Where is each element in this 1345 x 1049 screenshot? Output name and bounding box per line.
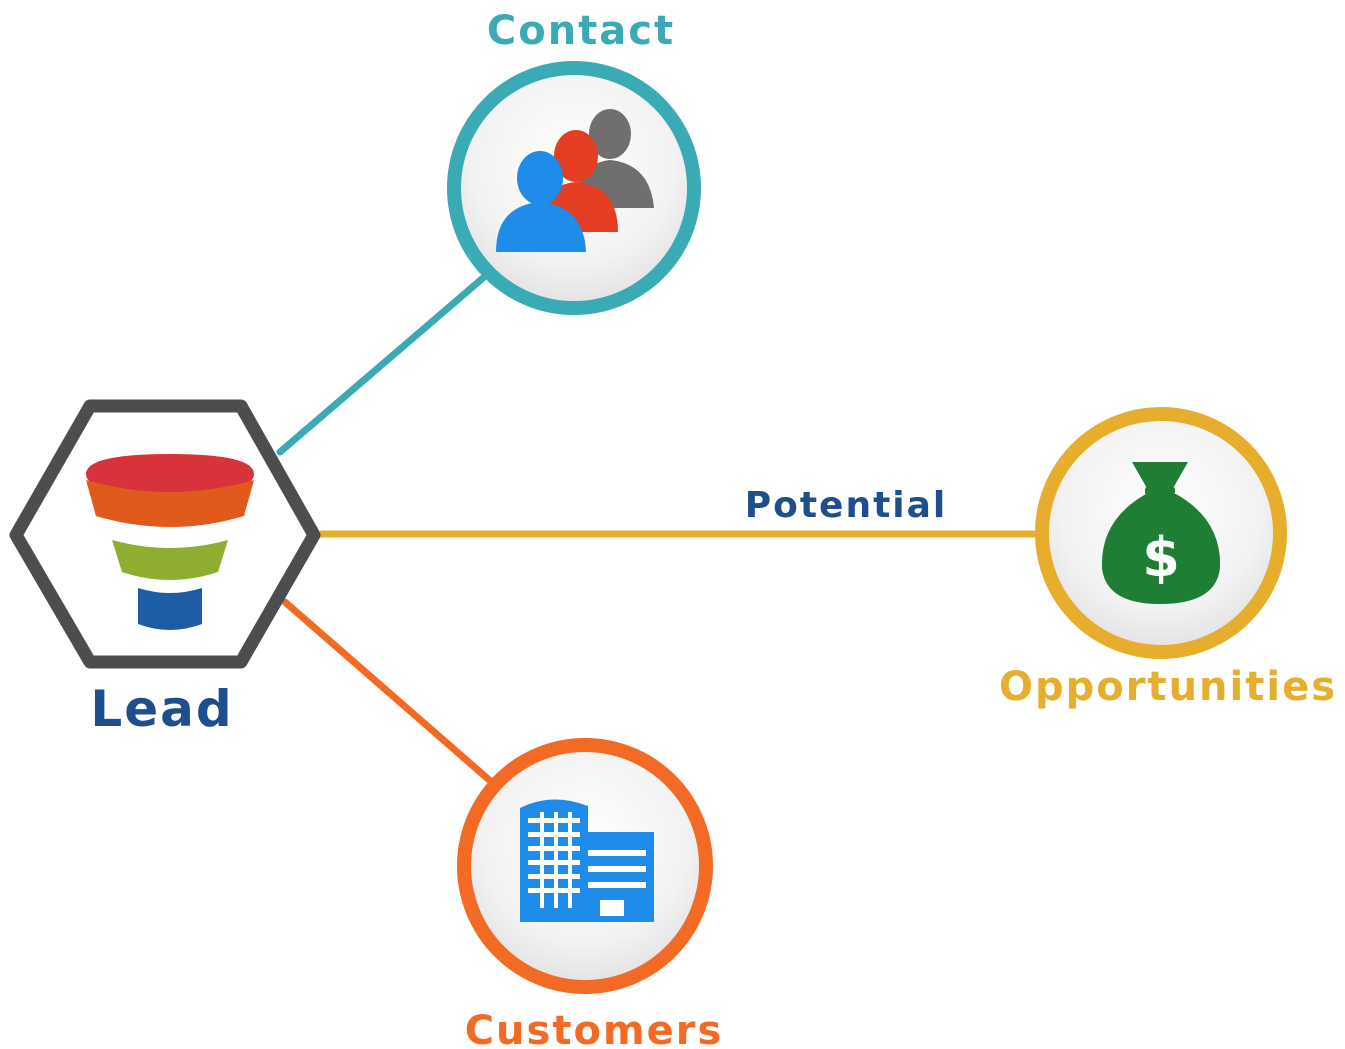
svg-text:$: $ — [1142, 526, 1180, 589]
customers-node: Customers — [457, 738, 724, 1049]
contact-label: Contact — [487, 8, 675, 54]
lead-node: Lead — [9, 399, 321, 738]
edge-lead-customers — [281, 598, 499, 789]
money-bag-icon: $ — [1101, 462, 1221, 604]
lead-label: Lead — [90, 680, 233, 738]
edge-label-potential: Potential — [745, 485, 948, 526]
customers-label: Customers — [465, 1008, 724, 1049]
edge-lead-contact — [276, 274, 487, 456]
opportunities-label: Opportunities — [999, 664, 1337, 710]
users-group-icon — [496, 109, 654, 252]
opportunities-node: $ Opportunities — [999, 407, 1337, 710]
contact-node: Contact — [447, 8, 701, 315]
office-building-icon — [520, 799, 654, 922]
funnel-icon — [86, 454, 254, 630]
